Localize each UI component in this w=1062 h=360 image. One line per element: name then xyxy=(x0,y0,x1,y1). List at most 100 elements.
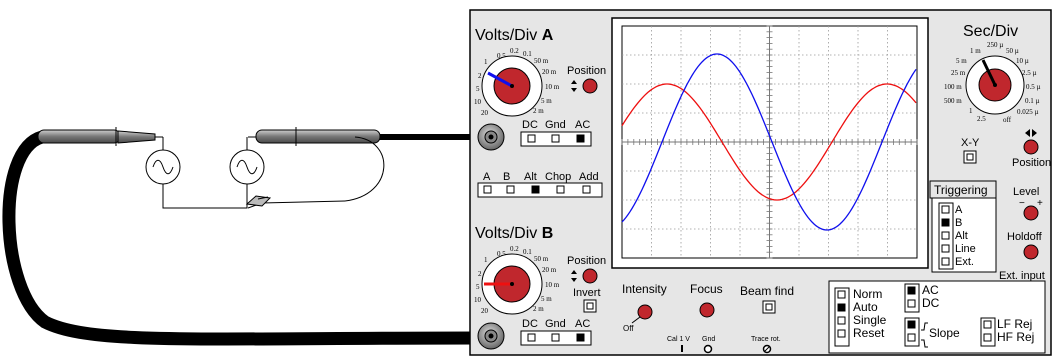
mode-add-button[interactable] xyxy=(582,185,591,194)
svg-text:DC: DC xyxy=(922,296,940,310)
svg-text:0.1: 0.1 xyxy=(523,248,532,256)
sec-div-dial[interactable]: 250 µ 1 m 50 µ 5 m 10 µ 25 m 2.5 µ 100 m… xyxy=(944,41,1041,124)
trigger-source-ext[interactable] xyxy=(941,257,950,266)
trigger-source-a[interactable] xyxy=(941,205,950,214)
svg-text:0.5: 0.5 xyxy=(497,250,506,258)
svg-text:2 m: 2 m xyxy=(533,107,544,115)
updown-arrow-icon xyxy=(571,80,577,92)
svg-text:250 µ: 250 µ xyxy=(987,41,1003,49)
position-a-knob[interactable] xyxy=(582,78,598,94)
coupling-b: DC Gnd AC xyxy=(520,318,592,346)
gnd-b-button[interactable] xyxy=(551,333,560,342)
xy-label: X-Y xyxy=(961,137,980,149)
svg-text:0.1 µ: 0.1 µ xyxy=(1025,97,1040,105)
mode-a-button[interactable] xyxy=(483,185,492,194)
svg-text:5: 5 xyxy=(476,283,480,291)
svg-text:A: A xyxy=(483,171,491,183)
svg-text:Line: Line xyxy=(955,243,976,255)
position-b-knob[interactable] xyxy=(582,268,598,284)
channel-b-title: Volts/Div B xyxy=(475,225,553,242)
horizontal-position-knob[interactable] xyxy=(1023,139,1039,155)
sweep-panel: Norm Auto Single Reset AC DC Slope LF Re… xyxy=(828,280,1046,354)
hf-rej-button[interactable] xyxy=(983,333,992,342)
svg-text:Gnd: Gnd xyxy=(545,119,566,131)
cal-label: Cal 1 V xyxy=(667,336,690,343)
input-a-connector[interactable] xyxy=(477,123,505,151)
focus-knob[interactable] xyxy=(699,302,715,318)
holdoff-knob[interactable] xyxy=(1023,244,1039,260)
mode-b-button[interactable] xyxy=(506,185,515,194)
svg-text:Triggering: Triggering xyxy=(934,183,988,197)
ac-source-left xyxy=(145,149,181,185)
svg-text:Ext.: Ext. xyxy=(955,256,974,268)
svg-text:Norm: Norm xyxy=(853,287,882,301)
focus-label: Focus xyxy=(690,282,723,296)
level-knob[interactable] xyxy=(1023,205,1039,221)
sweep-norm[interactable] xyxy=(837,290,846,299)
gnd-a-button[interactable] xyxy=(551,134,560,143)
ac-a-button[interactable] xyxy=(576,134,585,143)
sweep-reset[interactable] xyxy=(837,329,846,338)
svg-text:5 m: 5 m xyxy=(956,57,967,65)
volts-div-b-dial[interactable]: 0.5 0.2 0.1 50 m 20 m 10 m 5 m 2 m 1 2 5… xyxy=(474,245,560,315)
svg-text:Add: Add xyxy=(579,171,599,183)
dc-b-button[interactable] xyxy=(527,333,536,342)
svg-text:0.1: 0.1 xyxy=(523,50,532,58)
svg-text:Chop: Chop xyxy=(545,171,571,183)
trigger-source-line[interactable] xyxy=(941,244,950,253)
svg-text:DC: DC xyxy=(522,318,538,330)
ext-input-label: Ext. input xyxy=(999,270,1045,282)
svg-text:25 m: 25 m xyxy=(951,69,966,77)
updown-arrow-icon xyxy=(571,270,577,282)
mode-alt-button[interactable] xyxy=(531,185,540,194)
svg-text:−: − xyxy=(1019,198,1025,209)
test-circuit xyxy=(2,127,485,346)
invert-label: Invert xyxy=(573,287,601,299)
svg-text:off: off xyxy=(1003,116,1012,124)
svg-text:0.2: 0.2 xyxy=(510,47,519,55)
trace-rot-label: Trace rot. xyxy=(751,336,781,343)
svg-text:2 m: 2 m xyxy=(533,305,544,313)
trigger-source-b[interactable] xyxy=(941,218,950,227)
svg-text:10: 10 xyxy=(474,296,482,304)
input-b-connector[interactable] xyxy=(477,322,505,350)
intensity-off-label: Off xyxy=(623,324,634,333)
timebase-labels: 250 µ 1 m 50 µ 5 m 10 µ 25 m 2.5 µ 100 m… xyxy=(944,41,1041,124)
slope-falling-button[interactable] xyxy=(907,333,916,342)
gnd-label: Gnd xyxy=(702,336,715,343)
slope-rising-button[interactable] xyxy=(907,320,916,329)
svg-text:LF Rej: LF Rej xyxy=(997,317,1032,331)
intensity-knob[interactable] xyxy=(637,304,653,320)
channel-a-title: Volts/Div A xyxy=(475,27,554,44)
svg-text:10: 10 xyxy=(474,98,482,106)
svg-text:20: 20 xyxy=(481,307,489,315)
leftright-arrow-icon xyxy=(1025,129,1037,137)
trigger-ac-button[interactable] xyxy=(907,286,916,295)
svg-text:20 m: 20 m xyxy=(542,266,557,274)
coupling-a: DC Gnd AC xyxy=(520,119,592,147)
svg-text:1: 1 xyxy=(484,256,488,264)
svg-text:50 m: 50 m xyxy=(534,57,549,65)
svg-text:AC: AC xyxy=(922,283,939,297)
trigger-source-alt[interactable] xyxy=(941,231,950,240)
channel-b-trace xyxy=(621,83,917,201)
sweep-single[interactable] xyxy=(837,316,846,325)
dc-a-button[interactable] xyxy=(527,134,536,143)
volts-div-a-dial[interactable]: 0.5 0.2 0.1 50 m 20 m 10 m 5 m 2 m 1 2 5… xyxy=(474,47,560,117)
svg-text:1: 1 xyxy=(484,58,488,66)
mode-chop-button[interactable] xyxy=(556,185,565,194)
intensity-label: Intensity xyxy=(622,282,667,296)
svg-text:1: 1 xyxy=(969,107,973,115)
sweep-auto[interactable] xyxy=(837,303,846,312)
svg-text:1 m: 1 m xyxy=(970,47,981,55)
horizontal-position-label: Position xyxy=(1012,157,1051,169)
svg-text:5 m: 5 m xyxy=(541,295,552,303)
svg-text:DC: DC xyxy=(522,119,538,131)
lf-rej-button[interactable] xyxy=(983,320,992,329)
trigger-dc-button[interactable] xyxy=(907,299,916,308)
trace-rot-screw[interactable] xyxy=(762,344,772,354)
ac-b-button[interactable] xyxy=(576,333,585,342)
svg-text:5 m: 5 m xyxy=(541,97,552,105)
svg-text:Alt: Alt xyxy=(524,171,537,183)
svg-text:+: + xyxy=(1037,198,1043,209)
